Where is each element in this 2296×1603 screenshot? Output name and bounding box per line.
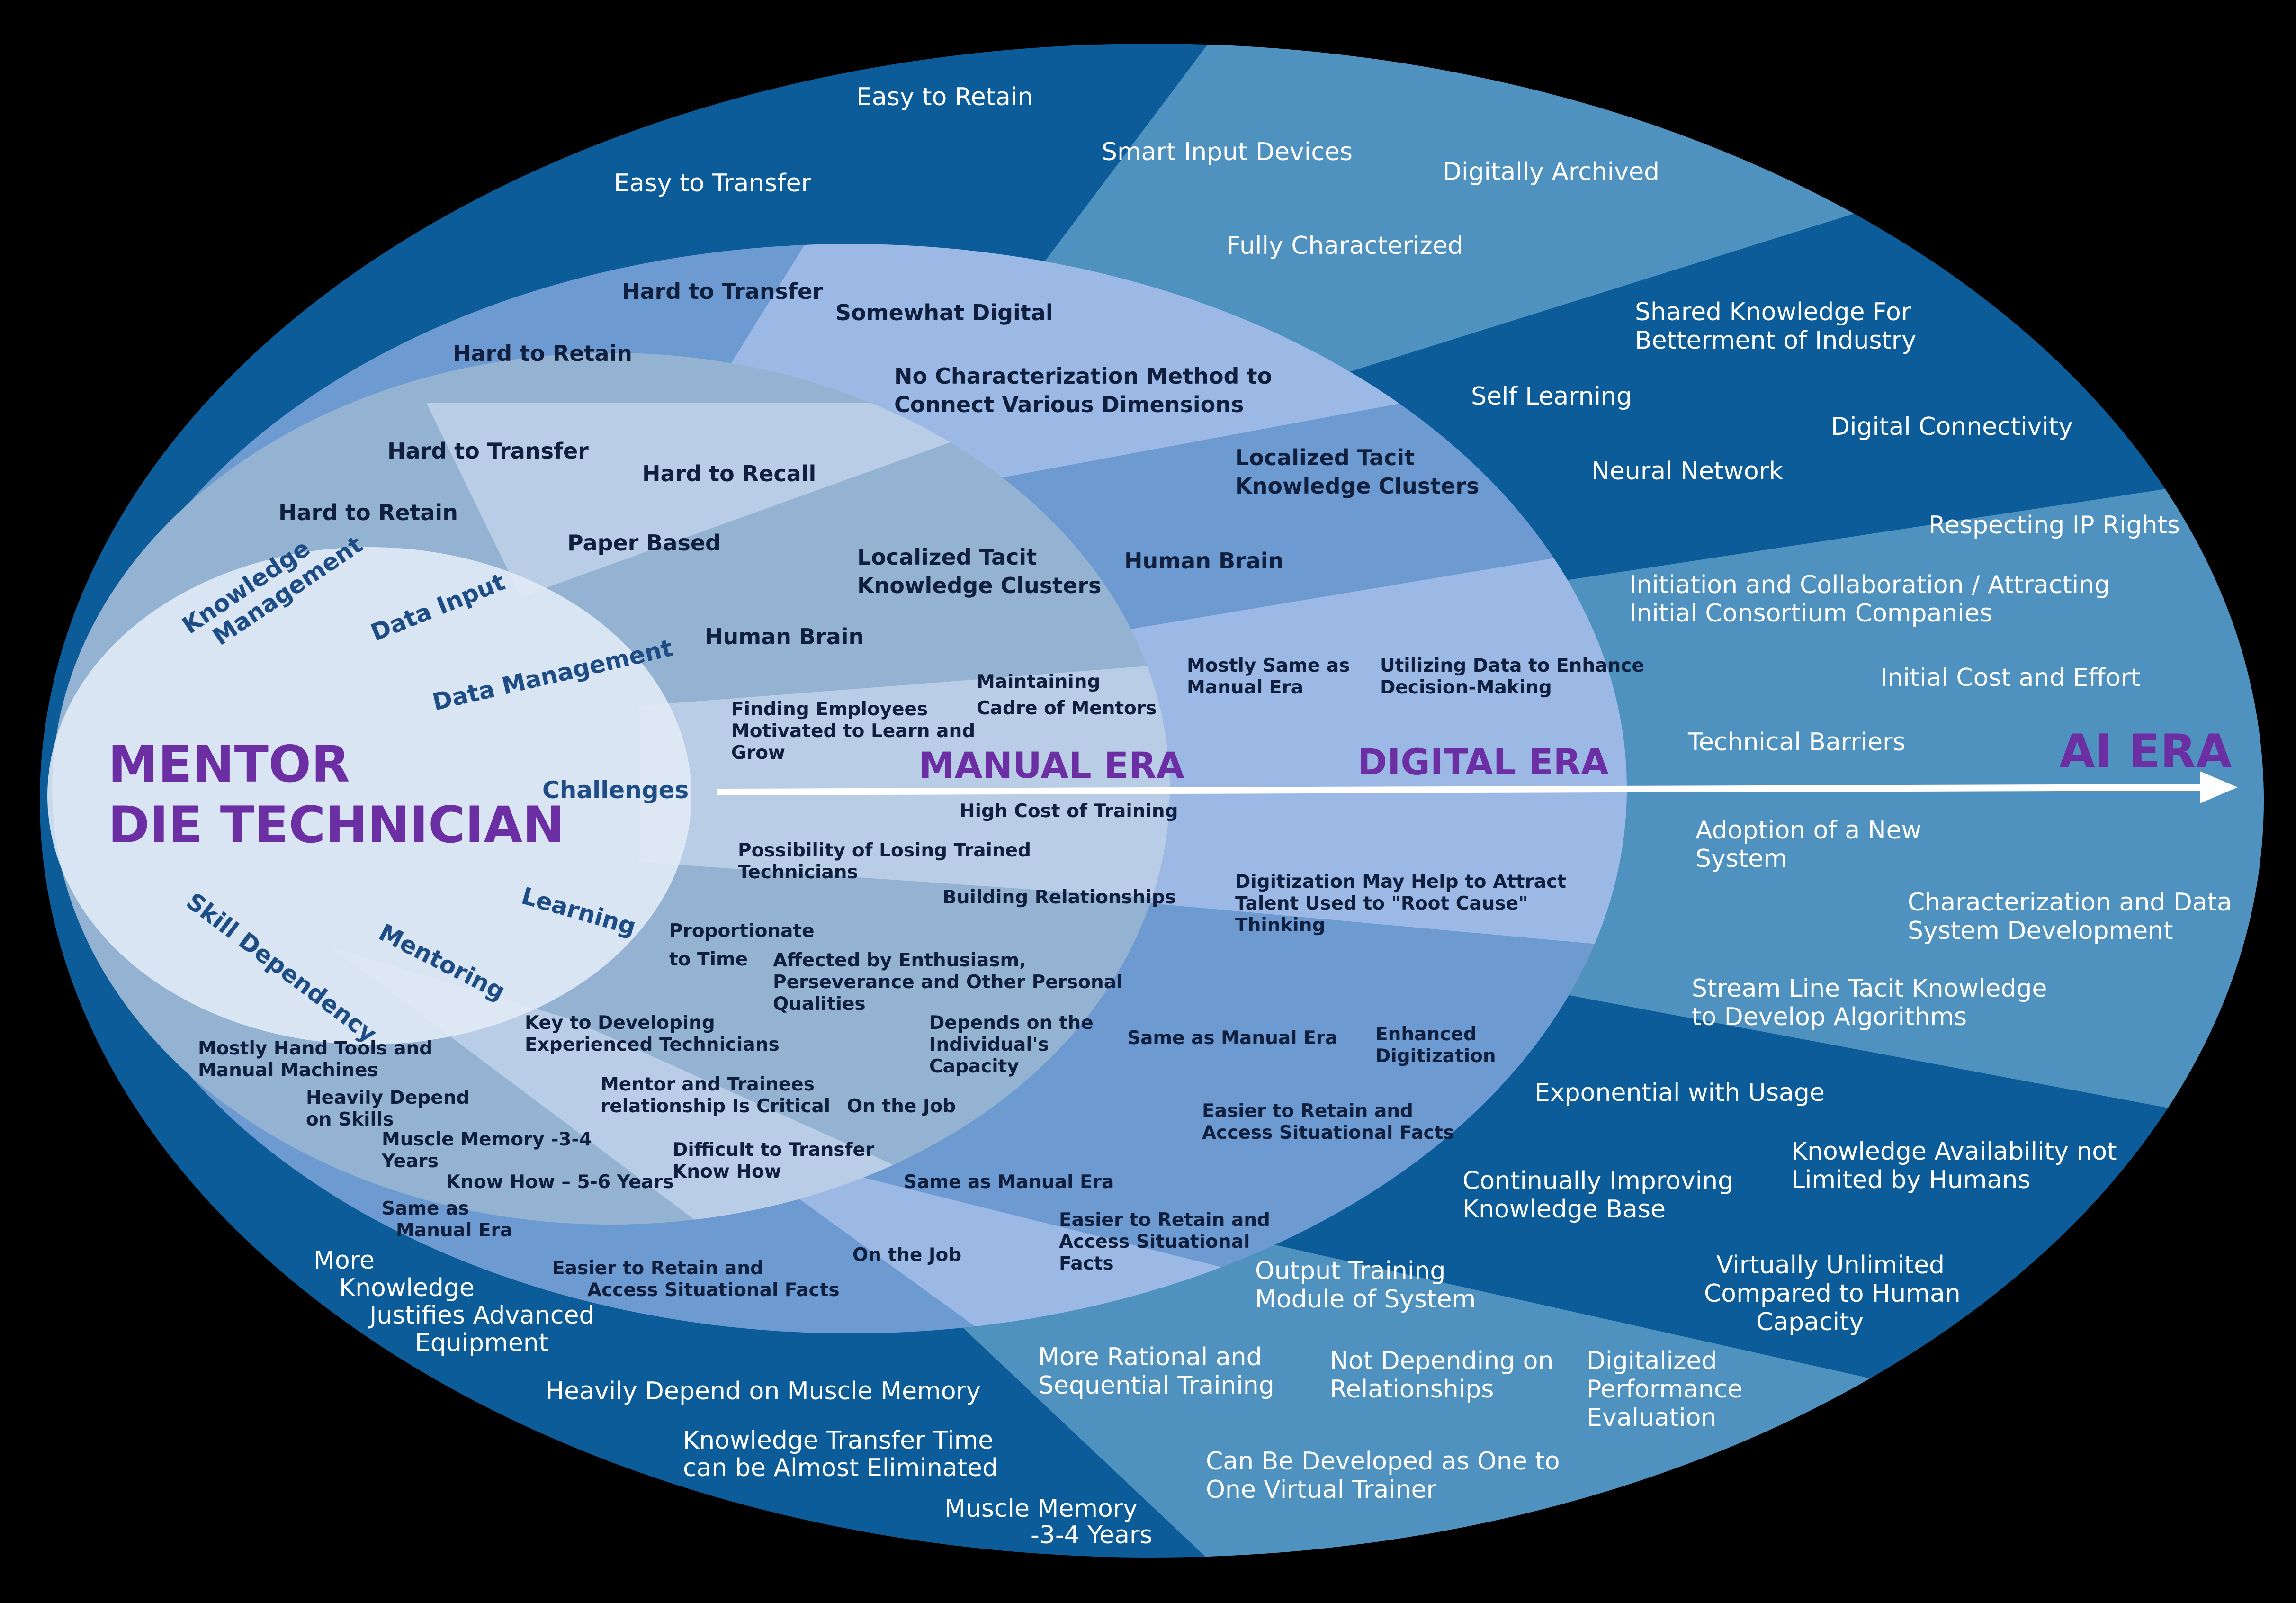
digital-learning-item: Digitization May Help to Attract Talent … [1235, 871, 1572, 936]
manual-mentoring-item: On the Job [847, 1096, 956, 1117]
ai-skill-item: Muscle Memory -3-4 Years [944, 1495, 1152, 1549]
ai-data-mgmt-item: Digital Connectivity [1831, 413, 2073, 441]
ai-mentoring-item: Not Depending on Relationships [1330, 1347, 1561, 1404]
digital-data-mgmt-item: Localized Tacit Knowledge Clusters [857, 544, 1101, 598]
manual-data-input-item: Hard to Recall [642, 461, 816, 486]
manual-learning-item: Proportionate to Time [669, 920, 821, 970]
digital-mentoring-item: On the Job [852, 1244, 961, 1266]
ai-learning-item: Exponential with Usage [1534, 1079, 1825, 1107]
ai-learning-item: Continually Improving Knowledge Base [1462, 1167, 1741, 1224]
ai-era-items: Easy to Retain Easy to Transfer Smart In… [314, 83, 2240, 1549]
ai-data-input-item: Digitally Archived [1443, 158, 1659, 186]
manual-sector-data-input [426, 403, 995, 597]
manual-sector-challenges [639, 663, 1170, 900]
digital-data-input-item: Somewhat Digital [835, 300, 1053, 325]
digital-data-input-item: No Characterization Method to Connect Va… [894, 363, 1280, 417]
ai-mentoring-item: More Rational and Sequential Training [1038, 1343, 1274, 1400]
ai-data-input-item: Fully Characterized [1227, 232, 1463, 260]
manual-era-items: Hard to Transfer Hard to Retain Hard to … [198, 438, 1178, 1193]
digital-mentoring-item: Easier to Retain and Access Situational … [1202, 1100, 1454, 1144]
manual-skill-item: Muscle Memory -3-4 Years [381, 1129, 598, 1172]
ai-challenge-item: Respecting IP Rights [1928, 511, 2180, 540]
digital-skill-item: Easier to Retain and Access Situational … [552, 1258, 840, 1301]
manual-challenge-item: Possibility of Losing Trained Technician… [738, 840, 1038, 883]
ai-challenge-item: Adoption of a New System [1695, 816, 1929, 873]
manual-challenge-item: High Cost of Training [960, 801, 1178, 822]
manual-learning-item: Affected by Enthusiasm, Perseverance and… [773, 950, 1129, 1015]
digital-km-item: Hard to Retain [453, 341, 632, 366]
ai-data-input-item: Smart Input Devices [1102, 138, 1353, 166]
ai-km-item: Easy to Retain [856, 83, 1033, 111]
ai-skill-item: Heavily Depend on Muscle Memory [546, 1377, 981, 1405]
ai-skill-item: More Knowledge Justifies Advanced Equipm… [314, 1246, 602, 1357]
ai-data-mgmt-item: Shared Knowledge For Betterment of Indus… [1635, 298, 1919, 355]
manual-mentoring-item: Mentor and Trainees relationship Is Crit… [601, 1074, 830, 1117]
digital-mentoring-item: Same as Manual Era [1127, 1027, 1337, 1049]
digital-challenge-item: Utilizing Data to Enhance Decision-Makin… [1380, 655, 1650, 698]
digital-km-item: Hard to Transfer [622, 279, 823, 304]
digital-era-title: DIGITAL ERA [1357, 741, 1609, 783]
timeline-arrow [717, 771, 2238, 803]
digital-challenge-item: Mostly Same as Manual Era [1187, 655, 1356, 698]
ai-data-mgmt-item: Self Learning [1471, 382, 1632, 411]
ai-skill-item: Knowledge Transfer Time can be Almost El… [683, 1426, 1001, 1482]
digital-mentoring-item: Easier to Retain and Access Situational … [1059, 1209, 1277, 1274]
digital-mentoring-item: Enhanced Digitization [1375, 1024, 1496, 1067]
manual-skill-item: Heavily Depend on Skills [306, 1087, 476, 1130]
ai-km-item: Easy to Transfer [614, 169, 812, 198]
ai-mentoring-item: Can Be Developed as One to One Virtual T… [1206, 1447, 1568, 1504]
digital-skill-item: Same as Manual Era [382, 1198, 512, 1241]
manual-skill-item: Mostly Hand Tools and Manual Machines [198, 1038, 439, 1081]
manual-era-title: MANUAL ERA [919, 744, 1184, 786]
ai-mentoring-item: Digitalized Performance Evaluation [1587, 1347, 1750, 1432]
ai-challenge-item: Stream Line Tacit Knowledge to Develop A… [1692, 974, 2055, 1031]
ai-challenge-item: Characterization and Data System Develop… [1908, 888, 2240, 945]
ai-data-mgmt-item: Neural Network [1591, 457, 1783, 486]
manual-skill-item: Know How – 5-6 Years [446, 1171, 673, 1193]
manual-km-item: Hard to Retain [278, 500, 458, 525]
ai-challenge-item: Technical Barriers [1687, 728, 1906, 756]
manual-challenge-item: Maintaining Cadre of Mentors [977, 671, 1157, 719]
manual-learning-item: Depends on the Individual's Capacity [929, 1012, 1100, 1077]
ai-learning-item: Virtually Unlimited Compared to Human Ca… [1704, 1251, 1968, 1336]
digital-data-mgmt-item: Localized Tacit Knowledge Clusters [1235, 445, 1479, 499]
digital-sector-skill [616, 1066, 1516, 1333]
ai-era-title: AI ERA [2059, 725, 2232, 779]
digital-data-mgmt-item: Human Brain [1124, 548, 1283, 574]
manual-challenge-item: Finding Employees Motivated to Learn and… [731, 699, 982, 764]
manual-mentoring-item: Key to Developing Experienced Technician… [525, 1012, 780, 1055]
ai-mentoring-item: Output Training Module of System [1255, 1257, 1476, 1314]
digital-era-items: Hard to Transfer Hard to Retain Somewhat… [382, 279, 1650, 1301]
digital-mentoring-item: Same as Manual Era [904, 1171, 1114, 1193]
center-title: MENTOR DIE TECHNICIAN [108, 735, 565, 854]
ai-challenge-item: Initial Cost and Effort [1880, 664, 2140, 692]
manual-data-mgmt-item: Human Brain [705, 624, 864, 649]
manual-data-input-item: Paper Based [567, 530, 721, 556]
manual-mentoring-item: Difficult to Transfer Know How [673, 1139, 881, 1182]
manual-challenge-item: Building Relationships [942, 887, 1176, 908]
center-ellipse [47, 547, 691, 1045]
category-challenges: Challenges [542, 776, 689, 804]
manual-km-item: Hard to Transfer [387, 438, 589, 464]
ai-challenge-item: Initiation and Collaboration / Attractin… [1629, 571, 2118, 628]
ai-learning-item: Knowledge Availability not Limited by Hu… [1791, 1137, 2125, 1194]
